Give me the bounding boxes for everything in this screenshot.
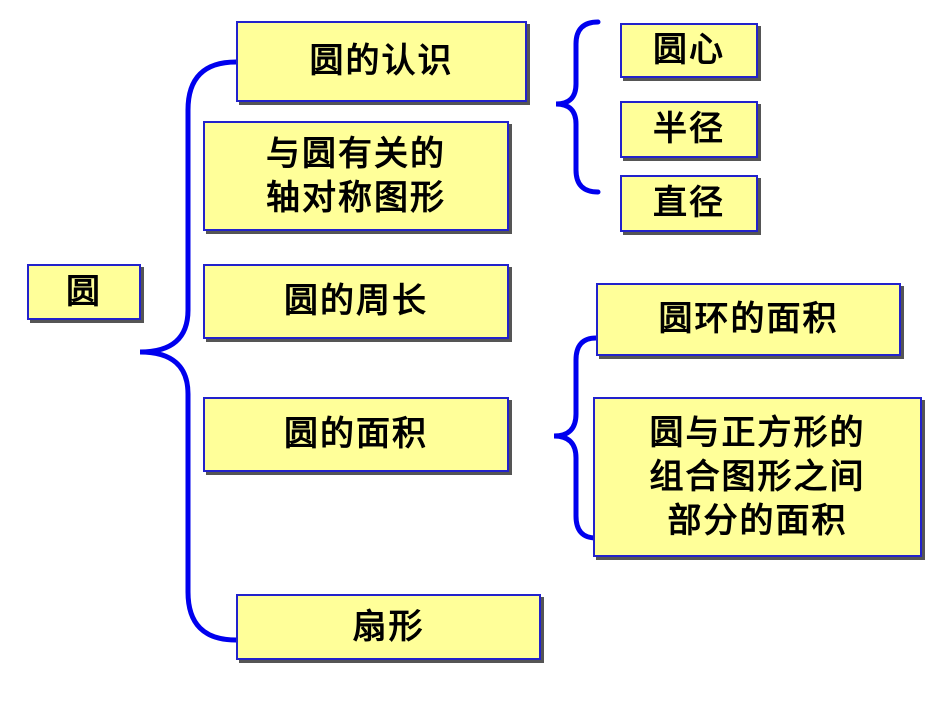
branch-sector: 扇形 <box>236 594 541 660</box>
child-label: 半径 <box>653 109 725 150</box>
area-brace <box>553 335 599 541</box>
root-label: 圆 <box>66 271 102 312</box>
branch-label: 扇形 <box>352 606 425 647</box>
branch-symmetry: 与圆有关的 轴对称图形 <box>203 121 509 231</box>
child-combined-area: 圆与正方形的 组合图形之间 部分的面积 <box>593 397 922 557</box>
child-radius: 半径 <box>620 101 758 158</box>
root-node: 圆 <box>27 264 141 320</box>
main-brace <box>139 59 239 643</box>
branch-recognition: 圆的认识 <box>236 21 527 102</box>
child-label: 直径 <box>653 183 725 224</box>
child-label: 圆环的面积 <box>658 299 839 340</box>
child-center: 圆心 <box>620 23 758 78</box>
child-ring-area: 圆环的面积 <box>596 283 901 356</box>
child-diameter: 直径 <box>620 175 758 232</box>
branch-label: 圆的认识 <box>309 41 454 82</box>
branch-circumference: 圆的周长 <box>203 264 509 339</box>
branch-label: 与圆有关的 轴对称图形 <box>266 133 446 218</box>
child-label: 圆心 <box>653 30 725 71</box>
branch-label: 圆的面积 <box>284 414 428 455</box>
recognition-brace <box>555 19 601 195</box>
branch-area: 圆的面积 <box>203 397 509 472</box>
branch-label: 圆的周长 <box>284 281 428 322</box>
child-label: 圆与正方形的 组合图形之间 部分的面积 <box>649 412 866 542</box>
